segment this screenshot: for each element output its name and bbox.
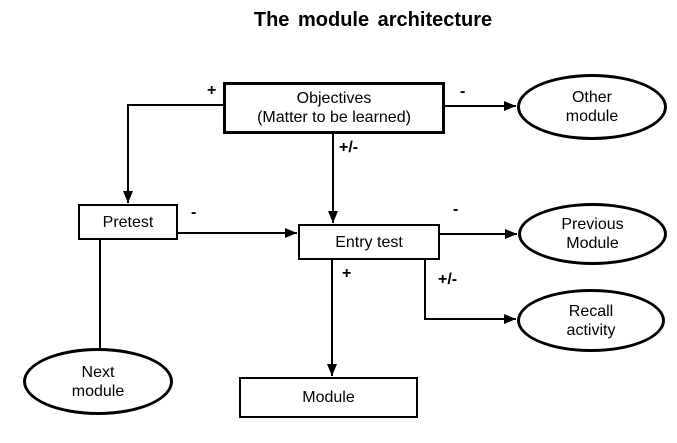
- edge-label-objectives-to-entry-test: +/-: [338, 139, 360, 156]
- node-label: Module: [302, 389, 355, 406]
- node-recall-activity: Recall activity: [517, 289, 665, 352]
- node-objectives: Objectives (Matter to be learned): [223, 82, 445, 134]
- node-entry-test: Entry test: [298, 224, 440, 260]
- node-other-module: Other module: [517, 74, 667, 140]
- node-label: module: [71, 382, 125, 400]
- node-next-module: Next module: [23, 348, 173, 415]
- edge-objectives-to-pretest-line: [123, 104, 223, 203]
- node-module: Module: [239, 377, 418, 418]
- node-previous-module: Previous Module: [518, 203, 667, 265]
- node-label: Next: [81, 363, 115, 381]
- edge-label-entry-test-to-recall-activity: +/-: [437, 271, 459, 288]
- node-label: activity: [566, 321, 616, 339]
- node-label: Pretest: [102, 213, 154, 231]
- node-label: module: [565, 108, 619, 125]
- node-pretest: Pretest: [78, 204, 178, 240]
- node-label: Entry test: [335, 233, 403, 251]
- edge-label-entry-test-to-previous-module: -: [452, 201, 460, 218]
- diagram-title: The module architecture: [253, 9, 493, 31]
- node-label: (Matter to be learned): [257, 109, 411, 126]
- node-label: Other: [571, 89, 612, 106]
- edge-label-entry-test-to-module: +: [341, 265, 353, 282]
- edge-entry-test-to-recall-activity-line: [424, 260, 516, 324]
- node-label: Previous: [561, 216, 624, 233]
- node-label: Module: [566, 235, 619, 252]
- edge-label-objectives-to-other-module: -: [459, 83, 467, 100]
- edge-label-objectives-to-pretest: +: [206, 82, 218, 99]
- node-label: Recall: [568, 302, 614, 320]
- node-label: Objectives: [296, 90, 372, 107]
- edge-label-pretest-to-entry-test: -: [190, 204, 198, 221]
